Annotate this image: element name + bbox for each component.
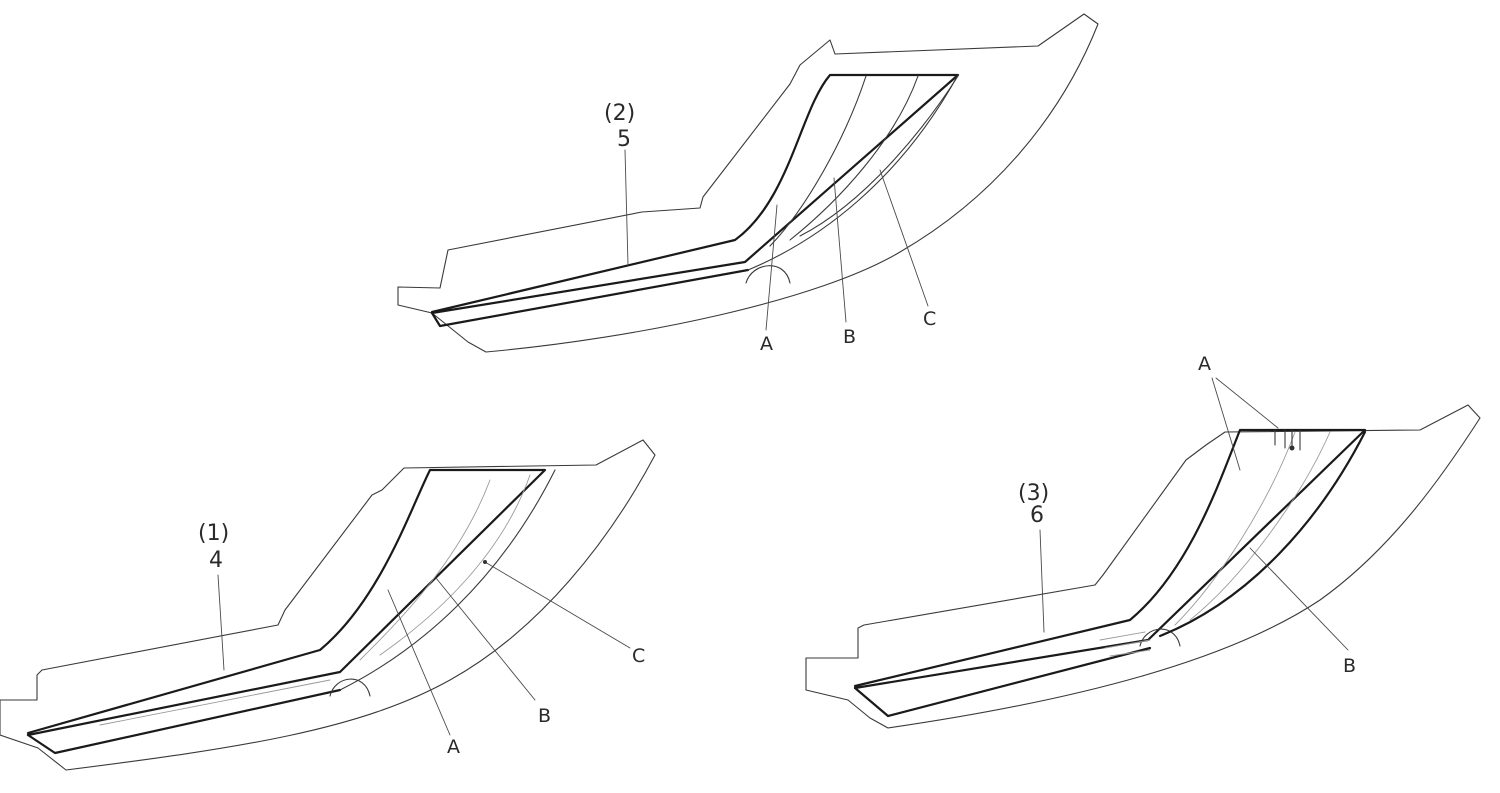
panel-3-rib-1 bbox=[1174, 431, 1296, 626]
panel-2-number-label: 5 bbox=[617, 127, 631, 152]
panel-1-notch bbox=[329, 678, 371, 697]
panel-2-label-c: C bbox=[923, 308, 936, 330]
panel-1-leader-c-dot bbox=[483, 560, 487, 564]
panel-3-outer-outline bbox=[805, 404, 1481, 729]
panel-2-rib-1 bbox=[769, 75, 867, 247]
panel-3-leader-a-1 bbox=[1211, 377, 1241, 471]
panel-3-leader-b bbox=[1249, 547, 1349, 651]
panel-3: (3) 6 A B bbox=[805, 353, 1481, 729]
panel-2-paren-label: (2) bbox=[604, 101, 635, 126]
panel-1-number-label: 4 bbox=[209, 548, 223, 573]
panel-1-bottom-edge bbox=[26, 688, 342, 755]
panel-3-notch bbox=[1139, 628, 1181, 647]
panel-2-rib-2 bbox=[789, 75, 919, 241]
panel-2-leader-c bbox=[879, 169, 929, 307]
panel-3-top-hatching bbox=[1274, 429, 1301, 451]
panel-1-label-c: C bbox=[632, 645, 645, 667]
panel-3-top-dot bbox=[1289, 445, 1295, 451]
panel-3-lower-rim bbox=[1158, 430, 1367, 638]
panel-3-number-label: 6 bbox=[1030, 503, 1044, 528]
panel-3-label-b: B bbox=[1343, 655, 1356, 677]
panel-2-leader-number bbox=[624, 149, 629, 266]
panel-2-notch bbox=[745, 265, 791, 284]
panel-2-label-b: B bbox=[843, 326, 856, 348]
panel-1-leader-c bbox=[484, 561, 631, 649]
panel-2-bottom-edge bbox=[430, 268, 750, 328]
panel-1-label-b: B bbox=[538, 705, 551, 727]
panel-1-outer-outline bbox=[0, 439, 656, 771]
panel-2: (2) 5 A B C bbox=[397, 13, 1099, 355]
panel-3-rib-2 bbox=[1189, 431, 1331, 621]
panel-3-leader-a-2 bbox=[1215, 377, 1279, 429]
panel-1-leader-a bbox=[387, 589, 451, 736]
panel-2-leader-b bbox=[833, 177, 847, 323]
panel-3-inner-outline bbox=[853, 428, 1367, 690]
panel-1-leader-number bbox=[217, 574, 225, 671]
panel-1-label-a: A bbox=[447, 736, 460, 758]
panel-3-label-a: A bbox=[1198, 353, 1211, 375]
panel-1-rib-1 bbox=[359, 479, 491, 661]
panel-1-leader-b bbox=[435, 577, 536, 701]
panel-1-rib-2 bbox=[379, 474, 531, 656]
panel-2-lower-rim bbox=[747, 74, 959, 271]
panel-2-label-a: A bbox=[760, 333, 773, 355]
panel-2-rib-3 bbox=[799, 75, 959, 237]
panel-3-leader-number bbox=[1039, 529, 1045, 633]
panel-1-rib-3 bbox=[99, 679, 331, 726]
panel-1-lower-rim bbox=[339, 469, 556, 691]
panel-2-inner-outline bbox=[430, 73, 960, 315]
panel-3-paren-label: (3) bbox=[1018, 481, 1049, 506]
panel-2-leader-a bbox=[765, 204, 778, 331]
panel-3-bottom-edge bbox=[853, 646, 1152, 718]
panel-1-inner-outline bbox=[26, 468, 547, 737]
panel-1: (1) 4 A B C bbox=[0, 439, 656, 771]
panel-1-paren-label: (1) bbox=[198, 521, 229, 546]
panel-3-rib-3 bbox=[1099, 631, 1151, 657]
